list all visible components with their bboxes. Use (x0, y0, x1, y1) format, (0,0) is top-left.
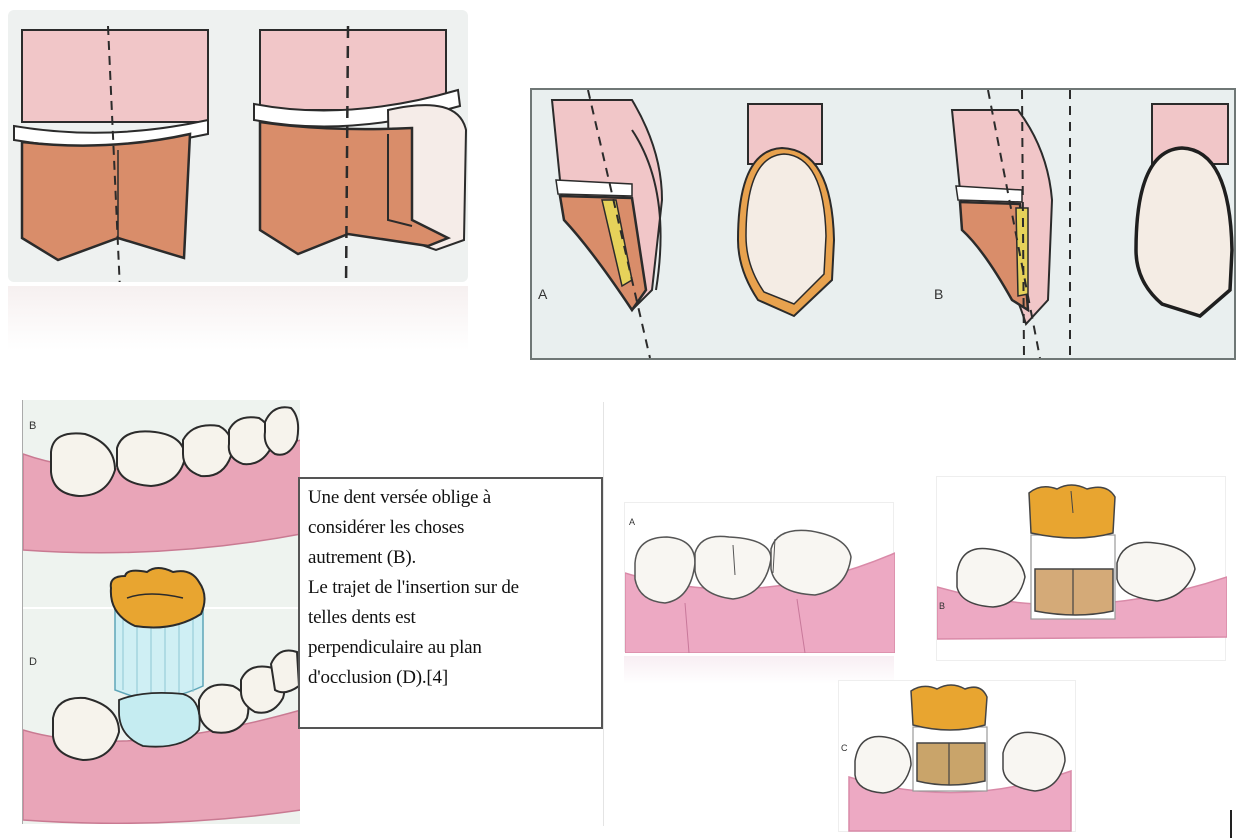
caption-line: Le trajet de l'insertion sur de (308, 573, 595, 603)
crown-insertion-c-drawing (839, 681, 1077, 833)
caption-line: considérer les choses (308, 513, 595, 543)
label-b: B (939, 601, 945, 611)
label-b: B (934, 286, 943, 302)
figure-crown-insertion-c: C (838, 680, 1076, 832)
label-a: A (538, 286, 547, 302)
insertion-axis-drawing (532, 90, 1238, 362)
edge-mark (1230, 810, 1232, 838)
three-teeth-drawing (625, 503, 895, 653)
figure-preparation-cross-sections (8, 10, 468, 282)
figure-tipped-molar: B D (22, 400, 300, 824)
caption-line: Une dent versée oblige à (308, 483, 595, 513)
figure-crown-insertion-b: B (936, 476, 1226, 661)
crown-insertion-b-drawing (937, 477, 1227, 662)
label-d: D (29, 656, 37, 668)
caption-line: autrement (B). (308, 543, 595, 573)
caption-line: perpendiculaire au plan (308, 633, 595, 663)
figure-insertion-axis-a-b: A B (530, 88, 1236, 360)
caption-line: telles dents est (308, 603, 595, 633)
caption-box: Une dent versée oblige à considérer les … (298, 477, 603, 729)
preparation-cross-sections-drawing (8, 10, 468, 282)
caption-line: d'occlusion (D).[4] (308, 663, 595, 693)
label-c: C (841, 743, 848, 753)
label-b: B (29, 420, 36, 432)
label-a: A (629, 517, 635, 527)
figure-reflection (8, 286, 468, 350)
figure-three-teeth-a: A (624, 502, 894, 652)
tipped-molar-drawing (23, 400, 301, 824)
